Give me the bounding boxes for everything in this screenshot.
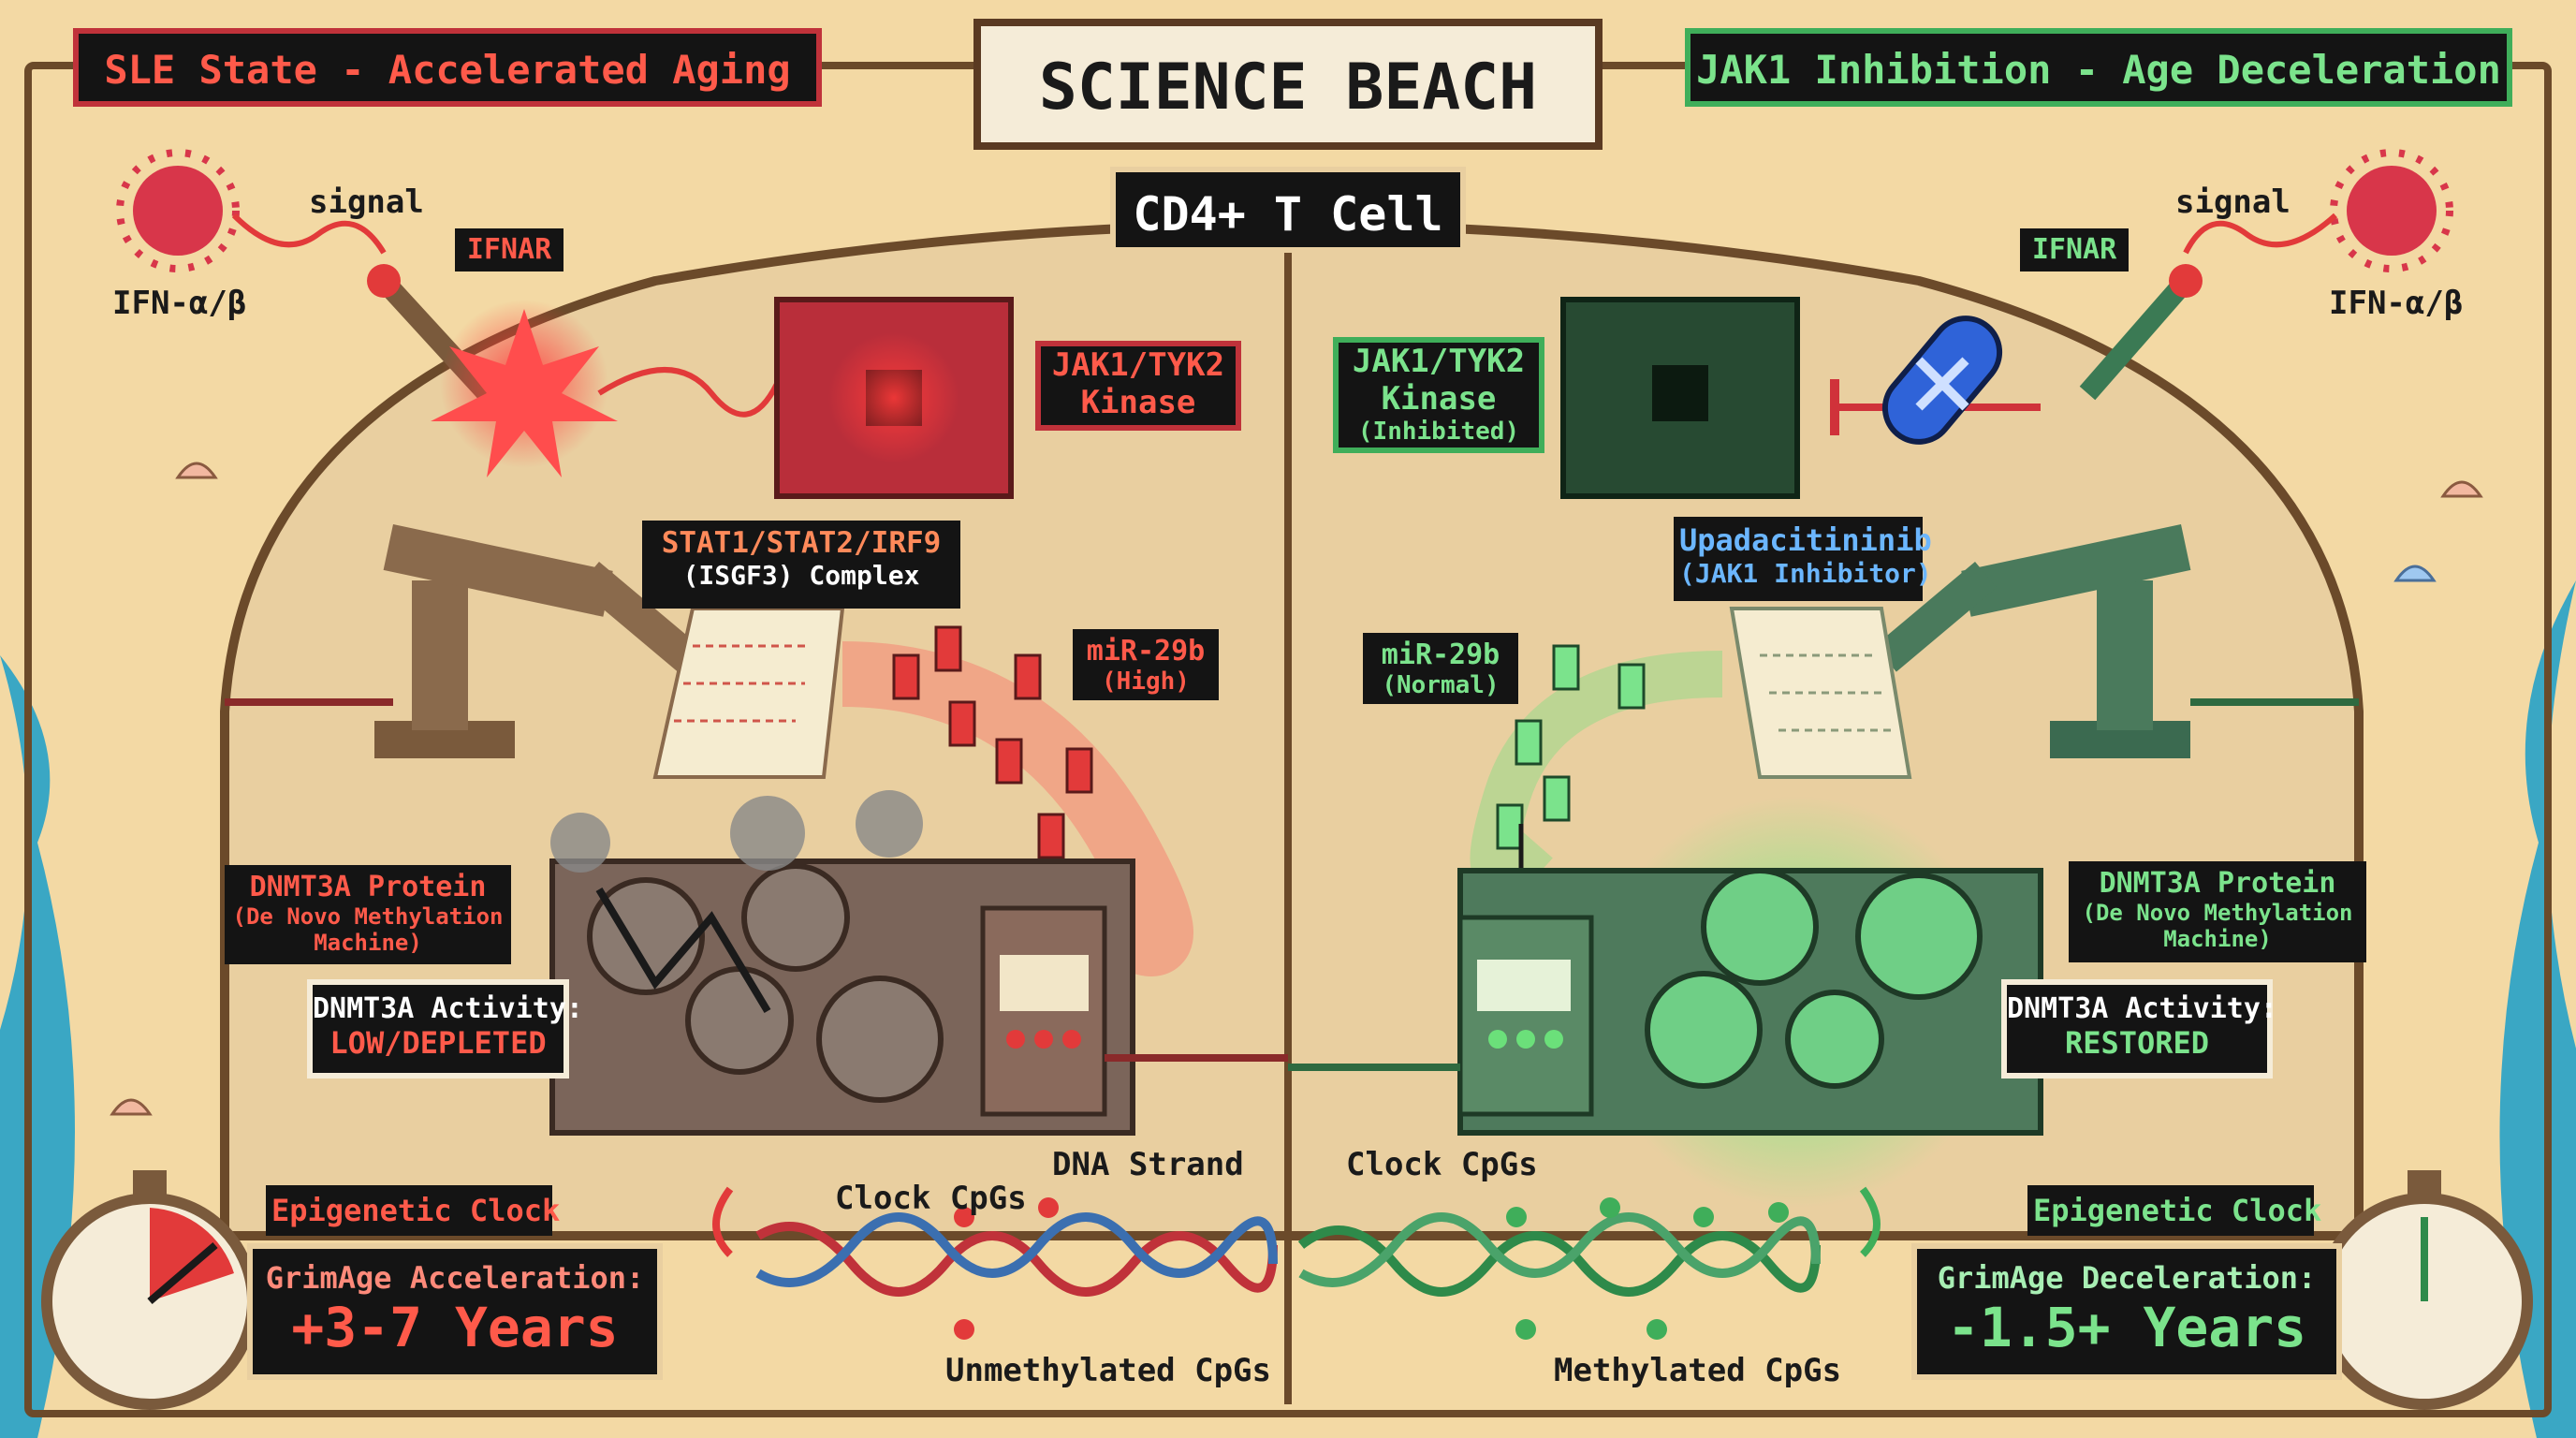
water-right bbox=[2499, 580, 2576, 1438]
gear-machine-icon bbox=[1457, 796, 2043, 1208]
scroll-icon bbox=[1729, 607, 1912, 779]
dnmt-text-right-3: Machine) bbox=[2163, 926, 2272, 952]
cell-label: CD4+ T Cell bbox=[1110, 167, 1466, 253]
banner-right-text: JAK1 Inhibition - Age Deceleration bbox=[1696, 47, 2501, 93]
signal-label-left: signal bbox=[309, 183, 424, 221]
chip-icon bbox=[1560, 297, 1800, 499]
ifnar-label-left: IFNAR bbox=[455, 228, 564, 271]
banner-right: JAK1 Inhibition - Age Deceleration bbox=[1685, 28, 2512, 107]
kinase-text-right-2: Kinase bbox=[1381, 380, 1497, 418]
page-title: SCIENCE BEACH bbox=[1038, 51, 1538, 125]
dna-icon bbox=[1297, 1197, 1821, 1340]
water-left bbox=[0, 655, 75, 1438]
activity-label-left: DNMT3A Activity: LOW/DEPLETED bbox=[307, 979, 583, 1078]
mir-label-left: miR-29b (High) bbox=[1073, 629, 1219, 700]
kinase-text-left-1: JAK1/TYK2 bbox=[1051, 346, 1225, 384]
grimage-text-left-1: GrimAge Acceleration: bbox=[265, 1260, 645, 1296]
signal-label-right: signal bbox=[2175, 183, 2291, 221]
activity-label-right: DNMT3A Activity: RESTORED bbox=[2001, 979, 2277, 1078]
ifnar-text-left: IFNAR bbox=[466, 233, 552, 266]
kinase-text-left-2: Kinase bbox=[1080, 384, 1196, 421]
banner-left-text: SLE State - Accelerated Aging bbox=[104, 47, 791, 93]
mir-text-right-1: miR-29b bbox=[1381, 638, 1500, 671]
unmethylated-label: Unmethylated CpGs bbox=[945, 1352, 1271, 1389]
kinase-text-right-1: JAK1/TYK2 bbox=[1352, 343, 1526, 380]
banner-left: SLE State - Accelerated Aging bbox=[73, 28, 822, 107]
scroll-icon bbox=[652, 607, 845, 779]
clock-text-left: Epigenetic Clock bbox=[271, 1193, 561, 1228]
robot-arm-icon bbox=[1874, 524, 2191, 758]
dnmt-text-left-3: Machine) bbox=[314, 930, 422, 956]
receptor-icon bbox=[2079, 264, 2203, 401]
vial-icon bbox=[1496, 644, 1646, 850]
stopwatch-icon bbox=[41, 1170, 258, 1410]
title-banner: SCIENCE BEACH bbox=[973, 19, 1603, 150]
mir-text-right-2: (Normal) bbox=[1382, 671, 1500, 699]
virus-icon bbox=[116, 149, 240, 272]
activity-text-left-2: LOW/DEPLETED bbox=[329, 1025, 547, 1061]
stat-label-left: STAT1/STAT2/IRF9 (ISGF3) Complex bbox=[642, 521, 960, 609]
ifnar-label-right: IFNAR bbox=[2020, 228, 2129, 271]
cell-label-text: CD4+ T Cell bbox=[1133, 187, 1443, 242]
dnmt-label-left: DNMT3A Protein (De Novo Methylation Mach… bbox=[225, 865, 511, 964]
shell-icon bbox=[110, 462, 2483, 1116]
activity-text-right-2: RESTORED bbox=[2064, 1025, 2210, 1061]
gear-machine-icon bbox=[549, 790, 1135, 1136]
clock-cpgs-label-right: Clock CpGs bbox=[1346, 1146, 1538, 1183]
drug-text-right-1: Upadacitininib bbox=[1679, 522, 1932, 558]
clock-label-left: Epigenetic Clock bbox=[266, 1185, 560, 1236]
drug-label-right: Upadacitininib (JAK1 Inhibitor) bbox=[1674, 517, 1932, 601]
ifn-label-left: IFN-α/β bbox=[112, 285, 247, 322]
mir-text-left-1: miR-29b bbox=[1086, 635, 1206, 668]
kinase-label-left: JAK1/TYK2 Kinase bbox=[1035, 341, 1241, 431]
dnmt-text-right-2: (De Novo Methylation bbox=[2082, 900, 2353, 926]
robot-arm-icon bbox=[374, 524, 700, 758]
activity-text-left-1: DNMT3A Activity: bbox=[313, 992, 583, 1025]
mir-text-left-2: (High) bbox=[1102, 668, 1190, 696]
grimage-box-left: GrimAge Acceleration: +3-7 Years bbox=[247, 1243, 663, 1380]
activity-text-right-1: DNMT3A Activity: bbox=[2007, 992, 2277, 1025]
chip-icon bbox=[774, 297, 1014, 499]
clock-label-right: Epigenetic Clock bbox=[2027, 1185, 2321, 1236]
dna-strand-label: DNA Strand bbox=[1052, 1146, 1244, 1183]
methylated-label: Methylated CpGs bbox=[1554, 1352, 1842, 1389]
kinase-label-right: JAK1/TYK2 Kinase (Inhibited) bbox=[1333, 337, 1544, 453]
grimage-box-right: GrimAge Deceleration: -1.5+ Years bbox=[1911, 1243, 2342, 1380]
grimage-value-right: -1.5+ Years bbox=[1946, 1296, 2307, 1359]
grimage-value-left: +3-7 Years bbox=[291, 1296, 619, 1359]
dnmt-text-left-2: (De Novo Methylation bbox=[232, 903, 504, 930]
virus-icon bbox=[2330, 149, 2453, 272]
stat-text-left-2: (ISGF3) Complex bbox=[682, 560, 920, 591]
ifn-label-right: IFN-α/β bbox=[2329, 285, 2464, 322]
pill-icon bbox=[1881, 315, 2003, 445]
clock-cpgs-label-left: Clock CpGs bbox=[835, 1180, 1027, 1217]
mir-label-right: miR-29b (Normal) bbox=[1363, 633, 1518, 704]
dnmt-text-left-1: DNMT3A Protein bbox=[249, 871, 487, 903]
ifnar-text-right: IFNAR bbox=[2031, 233, 2117, 266]
clock-text-right: Epigenetic Clock bbox=[2033, 1193, 2322, 1228]
dnmt-text-right-1: DNMT3A Protein bbox=[2099, 867, 2336, 900]
stat-text-left-1: STAT1/STAT2/IRF9 bbox=[661, 526, 942, 560]
kinase-text-right-3: (Inhibited) bbox=[1357, 418, 1520, 446]
dna-icon bbox=[755, 1197, 1278, 1340]
grimage-text-right-1: GrimAge Deceleration: bbox=[1937, 1260, 2317, 1296]
drug-text-right-2: (JAK1 Inhibitor) bbox=[1679, 558, 1932, 589]
dnmt-label-right: DNMT3A Protein (De Novo Methylation Mach… bbox=[2069, 861, 2366, 962]
